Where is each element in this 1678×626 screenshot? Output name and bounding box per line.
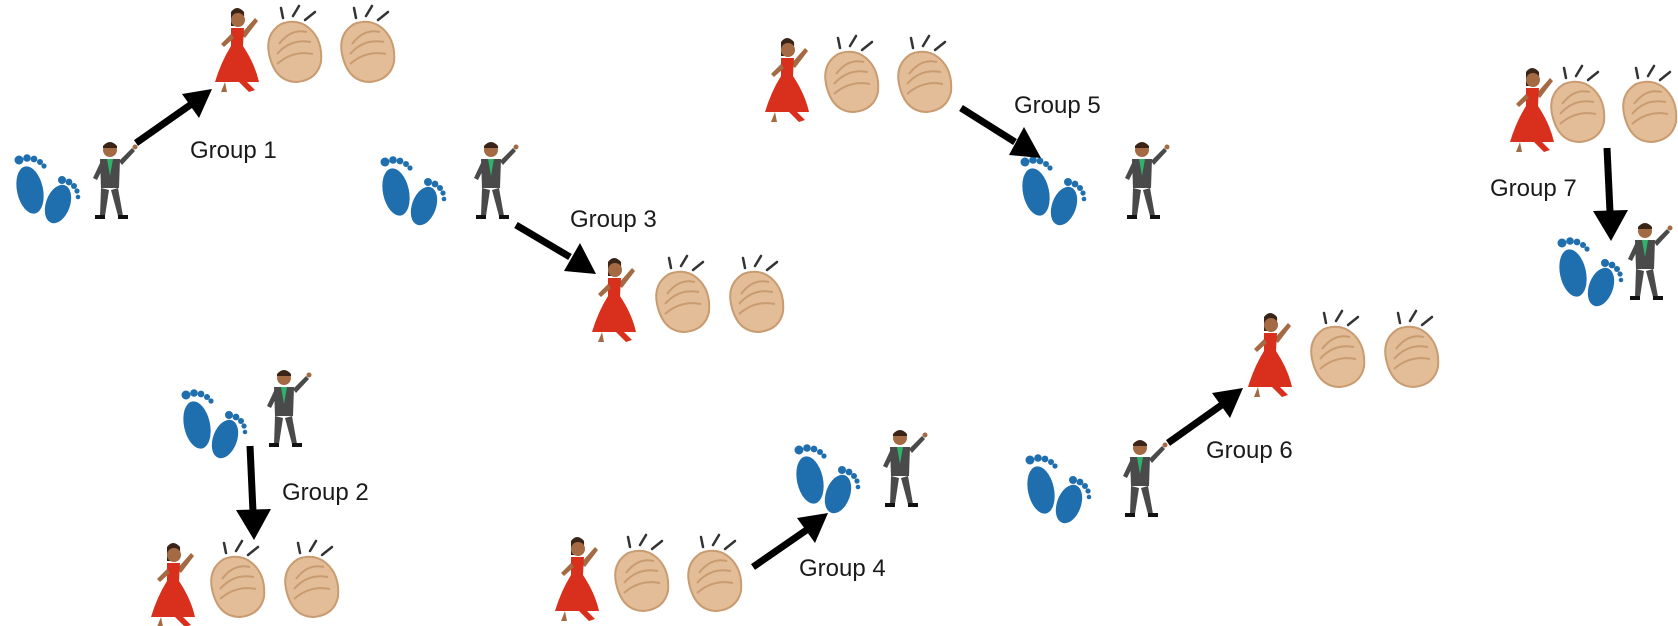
clapping-hands-icon [1383,309,1440,389]
clapping-hands-icon [266,4,323,84]
group-label: Group 4 [799,555,886,582]
arrowhead [1593,210,1628,241]
footprints-icon [1018,156,1087,229]
group-label: Group 6 [1206,437,1293,464]
group-label: Group 5 [1014,92,1101,119]
clapping-hands-icon [1621,64,1678,144]
group-3: Group 3 [378,142,785,342]
clapping-hands-icon [613,533,670,613]
clapping-hands-icon [654,254,711,334]
man-dancing-icon [1628,223,1673,300]
man-dancing-icon [267,370,312,447]
arrow [959,105,1017,145]
arrowhead [236,509,271,540]
woman-dancing-icon [592,258,636,342]
woman-dancing-icon [555,537,599,621]
clapping-hands-icon [1309,309,1366,389]
arrow [1165,401,1226,446]
woman-dancing-icon [1510,68,1554,152]
arrowhead [1212,388,1243,418]
clapping-hands-icon [209,539,266,619]
group-6: Group 6 [1023,309,1440,527]
group-4: Group 4 [555,430,928,621]
footprints-icon [1023,454,1092,527]
arrow [751,526,810,570]
man-dancing-icon [1125,142,1170,219]
footprints-icon [12,154,81,227]
group-5: Group 5 [765,34,1170,229]
arrow [133,100,196,146]
footprints-icon [1555,237,1624,310]
arrowhead [182,89,212,118]
clapping-hands-icon [283,539,340,619]
clapping-hands-icon [728,254,785,334]
man-dancing-icon [93,142,138,219]
clapping-hands-icon [686,533,743,613]
arrowhead [797,513,828,543]
footprints-icon [792,444,861,517]
woman-dancing-icon [1248,313,1292,397]
arrow [1603,147,1614,213]
clapping-hands-icon [339,4,396,84]
arrowhead [564,243,596,274]
woman-dancing-icon [215,8,259,92]
woman-dancing-icon [765,38,809,122]
group-label: Group 1 [190,137,277,164]
group-1: Group 1 [12,4,396,227]
group-label: Group 3 [570,206,657,233]
clapping-hands-icon [823,34,880,114]
footprints-icon [378,156,447,229]
woman-dancing-icon [151,543,195,626]
group-label: Group 7 [1490,175,1577,202]
man-dancing-icon [1123,440,1168,517]
footprints-icon [179,389,248,462]
arrowhead [1009,127,1041,158]
arrow [246,445,257,513]
man-dancing-icon [883,430,928,507]
clapping-hands-icon [1549,64,1606,144]
group-2: Group 2 [151,370,369,626]
group-7: Group 7 [1490,64,1678,310]
clapping-hands-icon [896,34,953,114]
group-label: Group 2 [282,479,369,506]
man-dancing-icon [474,142,519,219]
arrow [514,221,572,261]
